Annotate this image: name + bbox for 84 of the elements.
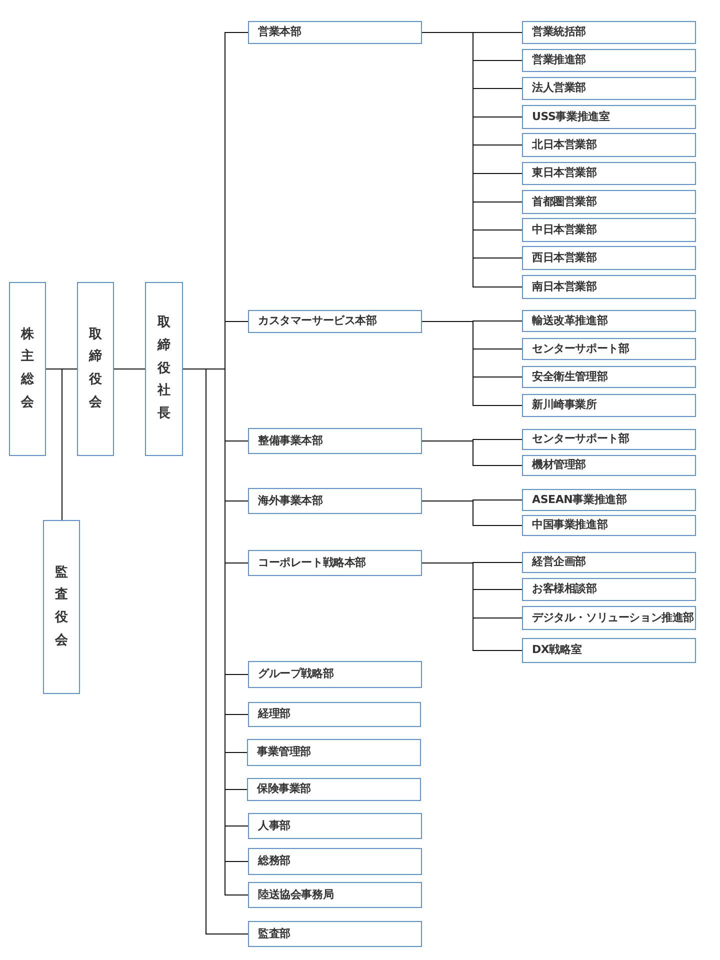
box-label: グループ戦略部 <box>258 666 334 682</box>
box-label: 監査役会 <box>55 564 68 650</box>
connector-line <box>422 440 522 466</box>
org-box <box>248 661 422 688</box>
box-label: 中日本営業部 <box>532 222 597 238</box>
org-box <box>522 218 696 242</box>
org-box <box>522 338 696 360</box>
org-box <box>248 428 422 454</box>
box-label: デジタル・ソリューション推進部 <box>532 610 694 626</box>
box-label: 機材管理部 <box>532 457 586 474</box>
box-label: 首都圏営業部 <box>532 194 597 210</box>
org-box <box>522 49 696 72</box>
box-label: 営業統括部 <box>532 24 586 40</box>
org-box <box>248 488 422 514</box>
org-box <box>145 282 183 456</box>
org-box <box>248 882 422 908</box>
connector-line <box>114 368 146 370</box>
org-box <box>522 489 696 511</box>
org-box <box>522 310 696 332</box>
box-label: ASEAN事業推進部 <box>532 492 627 508</box>
box-label: お客様相談部 <box>532 581 597 598</box>
org-box <box>522 455 696 476</box>
box-label: センターサポート部 <box>532 340 630 357</box>
org-box <box>522 552 696 573</box>
org-box <box>43 520 80 694</box>
org-box <box>522 105 696 129</box>
org-box <box>522 429 696 450</box>
box-label: 安全衛生管理部 <box>532 368 608 385</box>
box-label: センターサポート部 <box>532 431 630 448</box>
box-label: 取締役会 <box>89 326 102 412</box>
connector-line <box>422 562 522 651</box>
org-box <box>522 162 696 185</box>
box-label: 法人営業部 <box>532 80 586 96</box>
org-box <box>522 275 696 299</box>
org-box <box>247 778 421 801</box>
box-label: 南日本営業部 <box>532 278 597 295</box>
box-label: 整備事業本部 <box>258 432 323 449</box>
box-label: 陸送協会事務局 <box>258 886 334 903</box>
box-label: 人事部 <box>258 818 290 834</box>
org-box <box>77 282 114 456</box>
box-label: USS事業推進室 <box>532 108 610 125</box>
box-label: 株主総会 <box>21 326 34 412</box>
org-box <box>522 133 696 157</box>
box-label: 新川崎事業所 <box>532 397 597 414</box>
org-box <box>522 606 696 630</box>
org-box <box>248 702 421 727</box>
box-label: DX戦略室 <box>532 642 582 658</box>
org-box <box>248 813 422 839</box>
org-box <box>248 921 422 947</box>
box-label: 北日本営業部 <box>532 136 597 153</box>
box-label: 取締役社長 <box>158 314 170 424</box>
box-label: 経理部 <box>258 706 290 722</box>
org-box <box>522 515 696 536</box>
org-box <box>248 21 422 44</box>
org-box <box>9 282 46 456</box>
box-label: 営業推進部 <box>532 52 586 68</box>
org-box <box>248 310 422 333</box>
box-label: 事業管理部 <box>257 744 312 760</box>
org-box <box>522 366 696 388</box>
box-label: カスタマーサービス本部 <box>258 313 377 330</box>
box-label: 総務部 <box>258 853 290 870</box>
org-box <box>247 739 421 766</box>
org-box <box>522 246 696 270</box>
connector-line <box>422 500 522 526</box>
box-label: 東日本営業部 <box>532 165 597 182</box>
box-label: 輸送改革推進部 <box>532 312 608 329</box>
org-box <box>522 394 696 417</box>
box-label: 中国事業推進部 <box>532 517 608 534</box>
connector-line <box>46 368 62 520</box>
box-label: 保険事業部 <box>257 781 312 798</box>
org-box <box>248 848 422 875</box>
box-label: 西日本営業部 <box>532 250 597 266</box>
org-box <box>248 550 422 576</box>
org-box <box>522 190 696 214</box>
org-box <box>522 21 696 44</box>
box-label: 営業本部 <box>258 24 302 40</box>
connector-line <box>422 321 522 406</box>
org-box <box>522 77 696 100</box>
box-label: 経営企画部 <box>532 554 586 570</box>
org-box <box>522 578 696 601</box>
org-box <box>522 638 696 663</box>
box-label: コーポレート戦略本部 <box>258 554 366 571</box>
box-label: 海外事業本部 <box>258 492 323 509</box>
box-label: 監査部 <box>258 926 290 942</box>
